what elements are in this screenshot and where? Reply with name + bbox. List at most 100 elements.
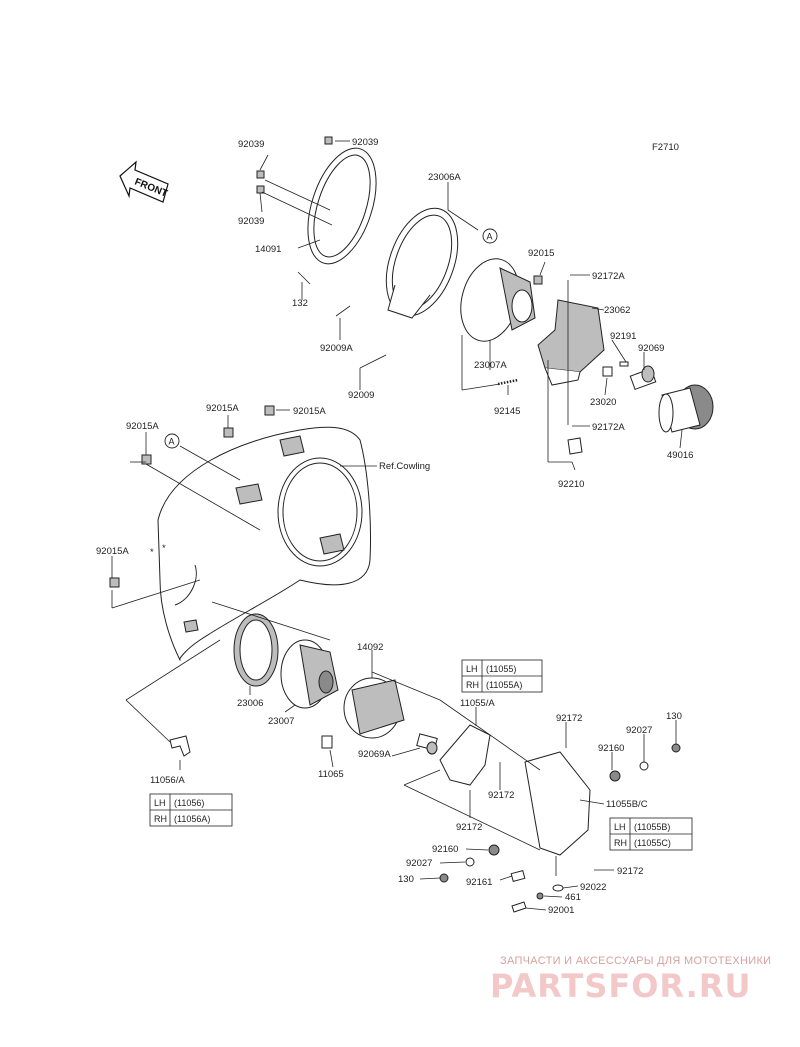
label-49016: 49016: [667, 450, 693, 461]
label-92015A-a: 92015A: [206, 403, 239, 414]
headlight-rim-14091: [307, 147, 377, 265]
nut-92015A-b: [264, 405, 275, 416]
headlight-reflector-23007: [280, 639, 339, 709]
damper-92160-b: [488, 844, 500, 856]
collar-23020: [602, 366, 613, 377]
callout-a-left: A: [164, 433, 180, 449]
cowling-leaders: [111, 409, 290, 609]
label-92027-a: 92027: [626, 725, 652, 736]
clip-11056A: [169, 735, 191, 757]
clip-92001: [511, 901, 527, 913]
stay-92210: [567, 437, 583, 455]
bracket-11055A: [439, 724, 491, 786]
watermark-tagline: ЗАПЧАСТИ И АКСЕССУАРЫ ДЛЯ МОТОТЕХНИКИ: [500, 955, 771, 967]
callout-a-top: A: [482, 228, 498, 244]
asterisk-mark-b: *: [162, 543, 166, 554]
label-14091: 14091: [255, 244, 281, 255]
label-92009A: 92009A: [320, 343, 353, 354]
label-92172-c: 92172: [456, 822, 482, 833]
rivet-461: [536, 892, 544, 900]
headlight-housing-23006A: [385, 207, 459, 319]
bolt-92009A: [335, 305, 351, 317]
label-92022: 92022: [580, 882, 606, 893]
label-92210: 92210: [558, 479, 584, 490]
label-92015: 92015: [528, 248, 554, 259]
label-92145: 92145: [494, 406, 520, 417]
label-92039-b: 92039: [352, 137, 378, 148]
cowling-reference: * *: [150, 426, 372, 661]
label-23062: 23062: [604, 305, 630, 316]
nut-92015A-a: [223, 427, 234, 438]
table-11056-lh-part: (11056): [174, 798, 204, 808]
label-92172A-bot: 92172A: [592, 422, 625, 433]
bulb-92069A: [416, 733, 438, 755]
label-92001: 92001: [548, 905, 574, 916]
table-11055-rh-part: (11055A): [486, 680, 522, 690]
asterisk-mark-a: *: [150, 547, 154, 558]
table-11055-rh-side: RH: [466, 680, 479, 690]
watermark: ЗАПЧАСТИ И АКСЕССУАРЫ ДЛЯ МОТОТЕХНИКИ PA…: [490, 955, 771, 1005]
front-arrow-icon: [119, 160, 169, 203]
screw-92009: [359, 354, 387, 369]
label-92161: 92161: [466, 877, 492, 888]
label-92039-c: 92039: [238, 216, 264, 227]
label-130-a: 130: [666, 711, 682, 722]
label-92172A-top: 92172A: [592, 271, 625, 282]
label-92069: 92069: [638, 343, 664, 354]
rubber-boot-49016: [658, 384, 714, 433]
label-92172-d: 92172: [617, 866, 643, 877]
label-92069A: 92069A: [358, 749, 391, 760]
label-11055BC: 11055B/C: [606, 799, 648, 810]
label-92015A-d: 92015A: [96, 546, 129, 557]
bolt-130-b: [439, 873, 449, 883]
bracket-23062: [537, 299, 605, 386]
label-130-b: 130: [398, 874, 414, 885]
table-11056: LH (11056) RH (11056A): [149, 793, 233, 827]
figure-code: F2710: [652, 142, 679, 153]
label-23006: 23006: [237, 698, 263, 709]
table-11055BC: LH (11055B) RH (11055C): [609, 817, 693, 851]
collar-92022: [552, 884, 564, 892]
upper-leaders: [259, 140, 683, 471]
table-11056-rh-part: (11056A): [174, 814, 210, 824]
label-92160-b: 92160: [432, 844, 458, 855]
table-11056-rh-side: RH: [154, 814, 167, 824]
band-92161: [510, 869, 526, 883]
table-11055-lh-side: LH: [466, 664, 478, 674]
label-14092: 14092: [357, 642, 383, 653]
bulb-92069: [629, 365, 657, 390]
label-11056A-part: 11056/A: [150, 775, 185, 786]
svg-text:A: A: [169, 437, 175, 447]
label-92160-a: 92160: [598, 743, 624, 754]
damper-92160-a: [609, 770, 621, 782]
nut-92015A-c: [141, 454, 152, 465]
headlight-reflector-23007A: [460, 258, 536, 342]
label-23007A: 23007A: [474, 360, 507, 371]
spring-92145: [497, 378, 519, 386]
label-461: 461: [565, 892, 581, 903]
label-92027-b: 92027: [406, 858, 432, 869]
label-92039-a: 92039: [238, 139, 264, 150]
label-23020: 23020: [590, 397, 616, 408]
nut-92015A-d: [109, 577, 120, 588]
table-11055: LH (11055) RH (11055A): [461, 659, 543, 693]
table-11055BC-lh-part: (11055B): [634, 822, 670, 832]
front-arrow: FRONT: [119, 160, 169, 203]
nut-92015: [533, 275, 543, 285]
bracket-11055BC: [524, 751, 591, 856]
table-11055BC-rh-part: (11055C): [634, 838, 671, 848]
nut-92039-left-b: [256, 185, 265, 194]
label-92172-b: 92172: [488, 790, 514, 801]
grommet-92191: [619, 361, 629, 367]
label-92009: 92009: [348, 390, 374, 401]
label-23007: 23007: [268, 716, 294, 727]
washer-92027-a: [639, 761, 649, 771]
nut-92039-left-a: [256, 170, 265, 179]
washer-92027-b: [465, 857, 475, 867]
label-11055A-part: 11055/A: [460, 698, 495, 709]
bolt-130-a: [671, 743, 681, 753]
label-132: 132: [292, 298, 308, 309]
label-92172-a: 92172: [556, 713, 582, 724]
grommet-11065: [321, 735, 333, 749]
label-11065: 11065: [318, 769, 344, 780]
